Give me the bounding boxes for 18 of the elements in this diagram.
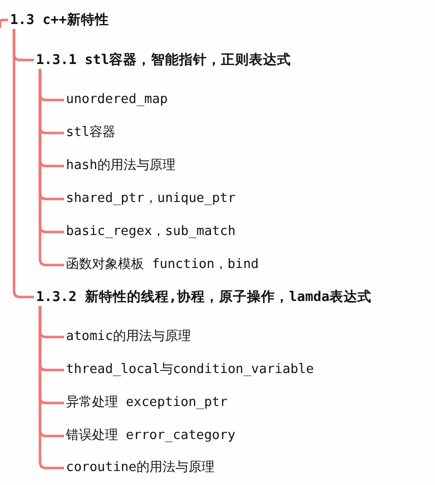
branch-line [38,306,64,470]
branch-line [0,18,8,28]
subtopic: 1.3.1 stl容器，智能指针，正则表达式 [36,51,292,69]
topic-item: basic_regex，sub_match [66,223,236,241]
topic-item: shared_ptr，unique_ptr [66,190,236,208]
subtopic: 1.3.2 新特性的线程,协程，原子操作，lamda表达式 [36,288,372,306]
topic-item: 错误处理 error_category [66,427,236,445]
topic-item: unordered_map [66,91,168,109]
topic-item: hash的用法与原理 [66,157,176,175]
topic-item: 函数对象模板 function，bind [66,256,259,274]
topic-item: stl容器 [66,124,116,142]
root-topic: 1.3 c++新特性 [10,11,109,29]
topic-item: thread_local与condition_variable [66,361,314,379]
branch-line [38,69,64,266]
branch-line [12,29,34,298]
topic-item: atomic的用法与原理 [66,328,191,346]
topic-item: coroutine的用法与原理 [66,459,214,477]
topic-item: 异常处理 exception_ptr [66,394,228,412]
